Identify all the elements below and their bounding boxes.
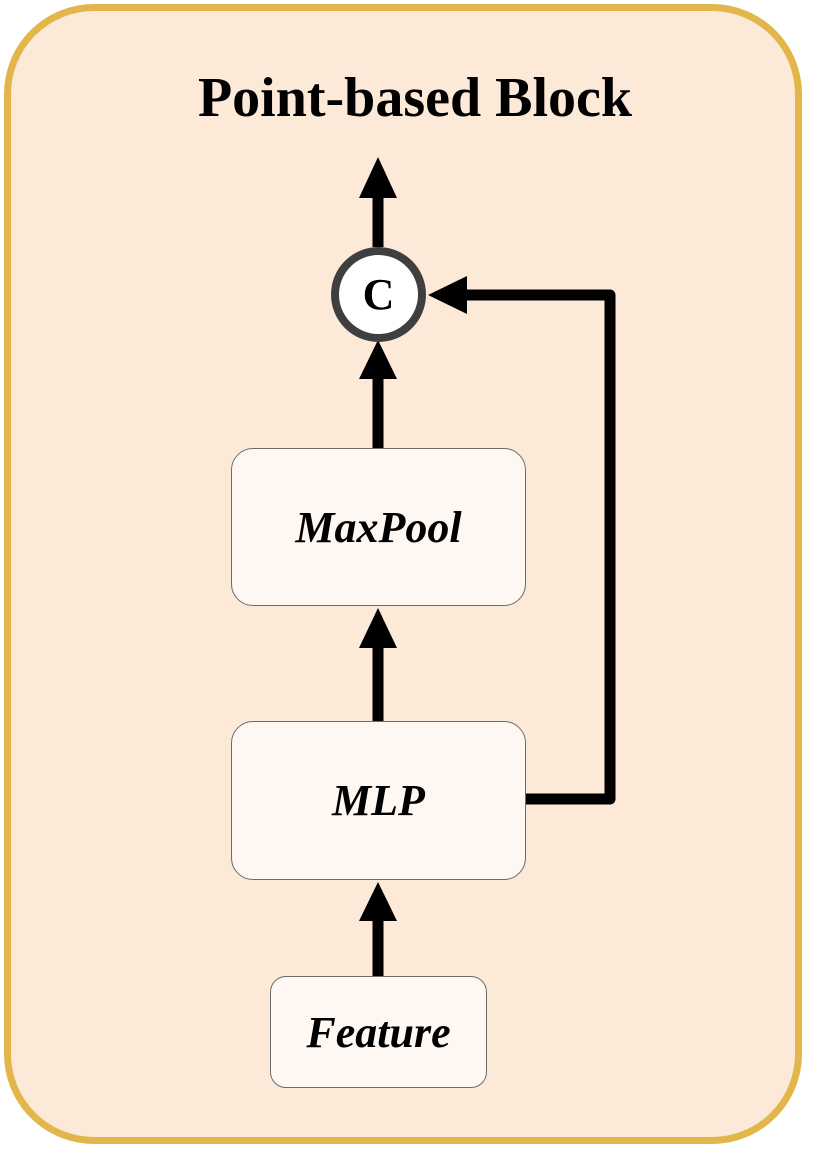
maxpool-node: MaxPool <box>231 448 526 606</box>
arrow-mlp-to-maxpool <box>359 608 397 721</box>
arrow-concat-to-output <box>359 157 397 247</box>
diagram-title: Point-based Block <box>197 67 633 129</box>
arrow-mlp-skip-to-concat <box>428 276 616 805</box>
concat-node: C <box>331 247 426 342</box>
maxpool-label: MaxPool <box>295 502 462 552</box>
concat-symbol: C <box>362 270 395 319</box>
arrow-feature-to-mlp <box>359 882 397 976</box>
arrow-maxpool-to-concat <box>359 340 397 448</box>
mlp-node: MLP <box>231 721 526 880</box>
feature-label: Feature <box>306 1007 451 1057</box>
mlp-label: MLP <box>332 776 425 825</box>
feature-node: Feature <box>270 976 487 1088</box>
